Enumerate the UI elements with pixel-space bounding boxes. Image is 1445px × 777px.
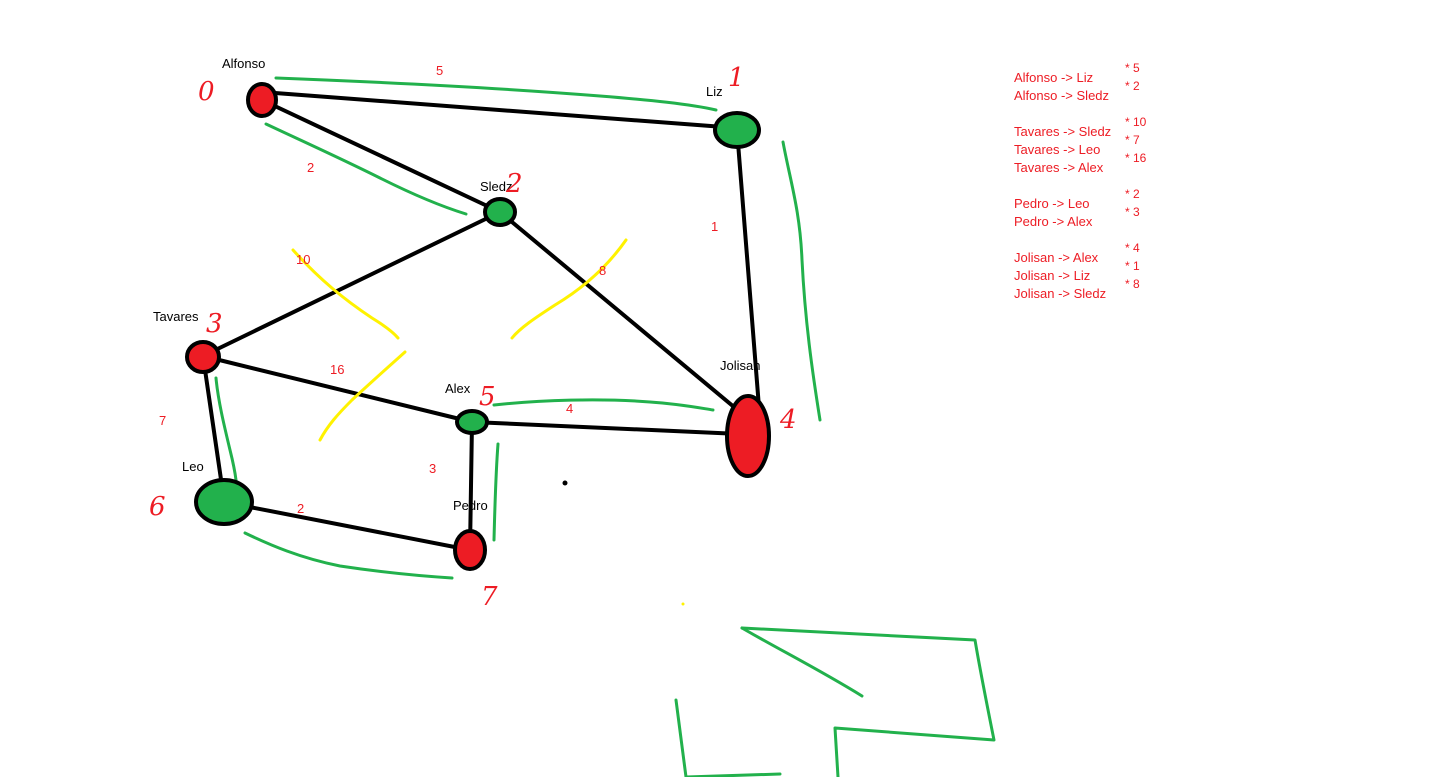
weight-alfonso-sledz: 2 bbox=[307, 160, 314, 175]
node-labels: Alfonso Liz Sledz Tavares Jolisan Alex L… bbox=[153, 56, 760, 513]
index-label-pedro: 7 bbox=[481, 582, 498, 612]
weight-alex-jolisan: 4 bbox=[566, 401, 573, 416]
weight-tavares-leo: 7 bbox=[159, 413, 166, 428]
note-row: Tavares -> Sledz bbox=[1014, 124, 1111, 139]
edge-sledz-tavares bbox=[201, 210, 502, 358]
highlight-liz-jolisan bbox=[781, 140, 822, 422]
weight-sledz-jolisan: 8 bbox=[599, 263, 606, 278]
highlight-loop-stroke bbox=[740, 626, 864, 698]
note-row: Alfonso -> Sledz bbox=[1014, 88, 1109, 103]
node-alfonso[interactable] bbox=[246, 82, 278, 118]
note-row: Tavares -> Leo bbox=[1014, 142, 1100, 157]
node-liz[interactable] bbox=[713, 111, 761, 149]
note-row: Pedro -> Alex bbox=[1014, 214, 1093, 229]
node-pedro[interactable] bbox=[453, 529, 487, 571]
node-label-alex: Alex bbox=[445, 381, 471, 396]
weight-alfonso-liz: 5 bbox=[436, 63, 443, 78]
note-weight: * 4 bbox=[1125, 241, 1140, 255]
black-dot bbox=[562, 480, 568, 486]
note-weight: * 2 bbox=[1125, 79, 1140, 93]
note-row: Jolisan -> Sledz bbox=[1014, 286, 1106, 301]
weight-sledz-tavares: 10 bbox=[296, 252, 310, 267]
note-weight: * 7 bbox=[1125, 133, 1140, 147]
node-label-tavares: Tavares bbox=[153, 309, 199, 324]
node-label-sledz: Sledz bbox=[480, 179, 513, 194]
edge-leo-pedro bbox=[222, 500, 472, 552]
edge-sledz-jolisan bbox=[498, 210, 742, 414]
index-label-alex: 5 bbox=[479, 382, 496, 412]
highlight-alex-pedro bbox=[492, 442, 500, 542]
crossed-strokes bbox=[291, 238, 685, 606]
node-alex[interactable] bbox=[455, 409, 489, 435]
index-label-liz: 1 bbox=[728, 63, 745, 93]
index-label-sledz: 2 bbox=[505, 169, 523, 199]
note-row: Alfonso -> Liz bbox=[1014, 70, 1093, 85]
highlight-alfonso-liz bbox=[274, 76, 718, 112]
adjacency-notes: Alfonso -> Liz * 5 Alfonso -> Sledz * 2 … bbox=[1014, 61, 1147, 301]
weight-liz-jolisan: 1 bbox=[711, 219, 718, 234]
highlight-loop-left bbox=[674, 698, 782, 777]
note-weight: * 1 bbox=[1125, 259, 1140, 273]
highlight-loop-outline bbox=[740, 626, 996, 777]
nodes bbox=[185, 82, 771, 571]
cross-sledz-tavares bbox=[291, 248, 400, 340]
cross-sledz-jolisan bbox=[510, 238, 628, 340]
edges bbox=[201, 90, 762, 552]
edge-weights: 5 2 1 10 8 16 7 4 3 2 bbox=[159, 63, 718, 516]
node-index-labels: 0 1 2 3 4 5 6 7 bbox=[149, 63, 797, 612]
node-sledz[interactable] bbox=[483, 197, 517, 227]
highlight-alfonso-sledz bbox=[264, 122, 468, 216]
note-weight: * 5 bbox=[1125, 61, 1140, 75]
note-weight: * 8 bbox=[1125, 277, 1140, 291]
node-tavares[interactable] bbox=[185, 340, 221, 374]
highlight-tavares-leo bbox=[214, 376, 238, 482]
edge-alfonso-sledz bbox=[260, 98, 502, 214]
weight-alex-pedro: 3 bbox=[429, 461, 436, 476]
note-weight: * 3 bbox=[1125, 205, 1140, 219]
note-weight: * 16 bbox=[1125, 151, 1147, 165]
index-label-leo: 6 bbox=[149, 492, 166, 522]
edge-alex-jolisan bbox=[470, 420, 742, 436]
note-row: Tavares -> Alex bbox=[1014, 160, 1104, 175]
edge-alfonso-liz bbox=[260, 90, 739, 130]
index-label-tavares: 3 bbox=[206, 309, 223, 339]
node-label-liz: Liz bbox=[706, 84, 723, 99]
note-row: Pedro -> Leo bbox=[1014, 196, 1090, 211]
highlight-leo-pedro bbox=[243, 531, 454, 580]
node-jolisan[interactable] bbox=[725, 394, 771, 478]
node-label-alfonso: Alfonso bbox=[222, 56, 265, 71]
index-label-jolisan: 4 bbox=[779, 405, 797, 435]
node-leo[interactable] bbox=[194, 478, 254, 526]
edge-alex-pedro bbox=[468, 420, 474, 552]
note-row: Jolisan -> Alex bbox=[1014, 250, 1099, 265]
note-weight: * 2 bbox=[1125, 187, 1140, 201]
note-weight: * 10 bbox=[1125, 115, 1147, 129]
highlight-alex-jolisan bbox=[492, 398, 715, 412]
note-row: Jolisan -> Liz bbox=[1014, 268, 1090, 283]
yellow-dot bbox=[681, 602, 685, 606]
cross-tavares-alex bbox=[318, 350, 407, 442]
index-label-alfonso: 0 bbox=[198, 77, 215, 107]
node-label-leo: Leo bbox=[182, 459, 204, 474]
edge-tavares-leo bbox=[201, 354, 226, 502]
edge-tavares-alex bbox=[201, 354, 474, 424]
edge-liz-jolisan bbox=[735, 128, 762, 422]
node-label-jolisan: Jolisan bbox=[720, 358, 760, 373]
weight-tavares-alex: 16 bbox=[330, 362, 344, 377]
weight-leo-pedro: 2 bbox=[297, 501, 304, 516]
node-label-pedro: Pedro bbox=[453, 498, 488, 513]
